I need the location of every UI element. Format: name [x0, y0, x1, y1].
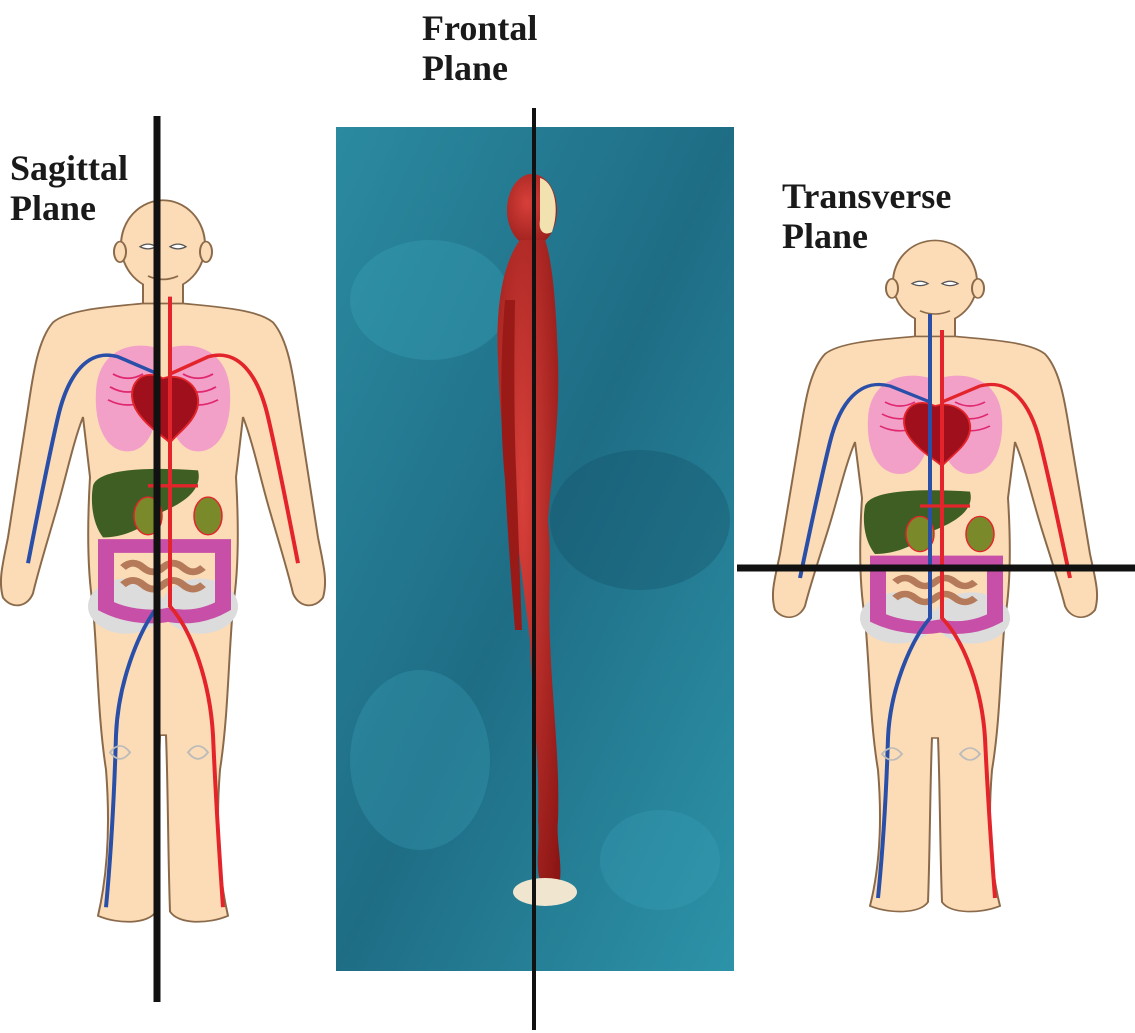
transverse-label-line1: Transverse: [782, 176, 951, 216]
frontal-plane-label: Frontal Plane: [422, 8, 537, 88]
transverse-figure: [773, 240, 1097, 911]
sagittal-plane-label: Sagittal Plane: [10, 148, 128, 228]
sagittal-label-line2: Plane: [10, 188, 128, 228]
sagittal-figure: [1, 200, 325, 922]
frontal-label-line1: Frontal: [422, 8, 537, 48]
frontal-label-line2: Plane: [422, 48, 537, 88]
transverse-plane-label: Transverse Plane: [782, 176, 951, 256]
sagittal-label-line1: Sagittal: [10, 148, 128, 188]
transverse-label-line2: Plane: [782, 216, 951, 256]
